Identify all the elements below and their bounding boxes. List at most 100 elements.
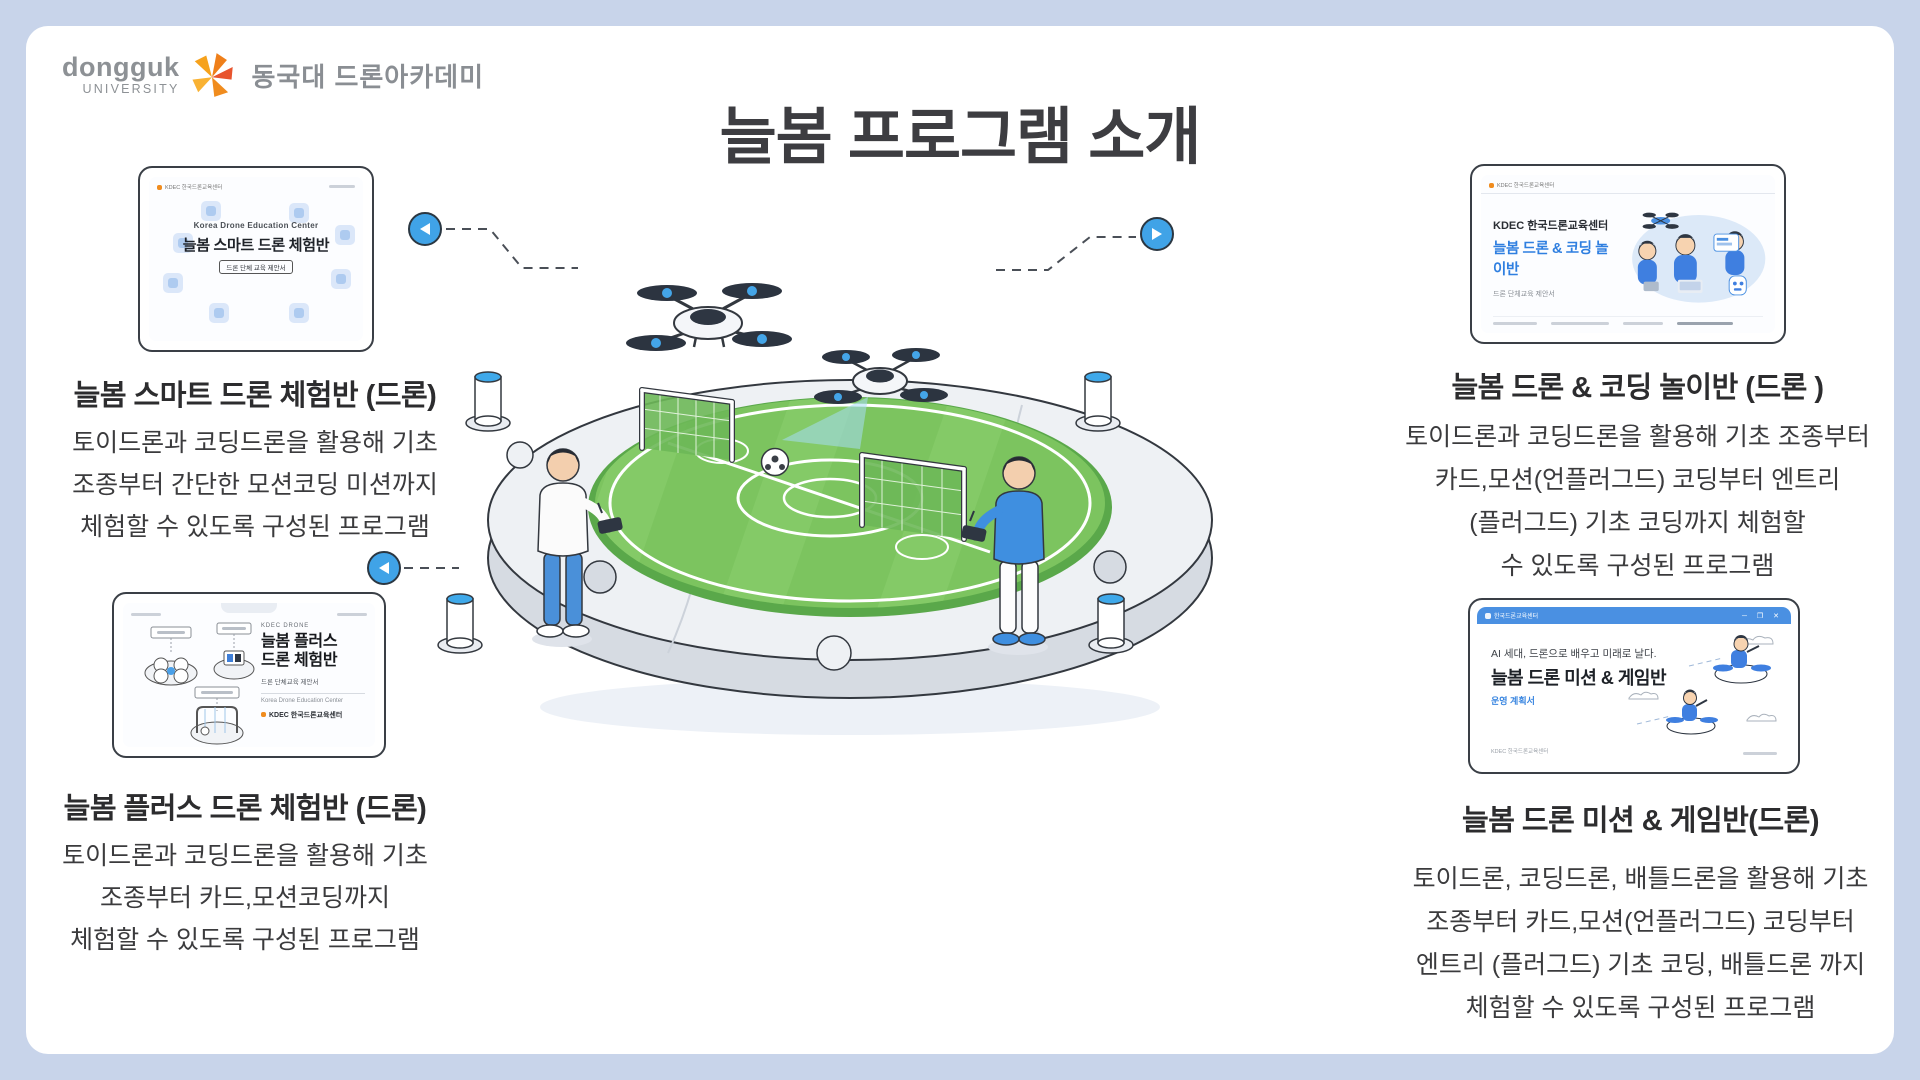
program-description-drone-mission-game: 토이드론, 코딩드론, 배틀드론을 활용해 기초 조종부터 카드,모션(언플러그…	[1388, 858, 1893, 1030]
description-line: 조종부터 카드,모션코딩까지	[100, 884, 390, 912]
thumb-subtitle: 드론 단체교육 제안서	[261, 678, 319, 686]
thumb-title: 늘봄 스마트 드론 체험반	[182, 237, 330, 254]
chat-icon	[335, 225, 355, 245]
browser-window: 한국드론교육센터 ─ ❐ ✕	[1477, 607, 1791, 765]
thumb-org-kr: KDEC 한국드론교육센터	[261, 710, 365, 720]
player-right	[961, 456, 1048, 655]
program-heading-plus-drone: 늘봄 플러스 드론 체험반 (드론)	[63, 793, 427, 825]
thumb-title-line1: 늘봄 플러스	[261, 633, 338, 650]
card-icon	[201, 201, 221, 221]
divider	[261, 692, 365, 694]
window-controls: ─ ❐ ✕	[1742, 612, 1783, 620]
program-heading-smart-drone: 늘봄 스마트 드론 체험반 (드론)	[73, 380, 437, 412]
kids-coding-illustration	[1631, 212, 1766, 303]
thumb-subtitle: 운영 계획서	[1491, 696, 1535, 706]
thumb-brand-line: KDEC 한국드론교육센터	[1489, 181, 1554, 189]
thumb-tagline: AI 세대, 드론으로 배우고 미래로 날다.	[1491, 648, 1657, 660]
fine-print-placeholder	[337, 613, 367, 616]
nav-arrow-left-top-button[interactable]	[408, 212, 442, 246]
description-line: 토이드론과 코딩드론을 활용해 기초 조종부터	[1405, 423, 1870, 451]
description-line: 수 있도록 구성된 프로그램	[1500, 552, 1775, 580]
thumb-title: 늘봄 드론 미션 & 게임반	[1491, 668, 1667, 688]
thumb-body: KDEC 한국드론교육센터 늘봄 드론 & 코딩 놀이반 드론 단체교육 제안서	[1493, 203, 1767, 309]
thumb-subtitle: 드론 단체교육 제안서	[1493, 291, 1555, 298]
thumbnail-smart-drone-slide: KDEC 한국드론교육센터 Korea Drone Education Cent…	[149, 177, 363, 341]
thumbnail-plus-drone-slide: KDEC DRONE 늘봄 플러스 드론 체험반 드론 단체교육 제안서 Kor…	[123, 603, 375, 747]
fine-print-placeholder	[1677, 322, 1733, 325]
corner-pillar	[437, 593, 483, 654]
thumb-org-en: Korea Drone Education Center	[261, 697, 344, 704]
mail-icon	[289, 303, 309, 323]
browser-titlebar: 한국드론교육센터 ─ ❐ ✕	[1477, 607, 1791, 624]
program-heading-drone-mission-game: 늘봄 드론 미션 & 게임반(드론)	[1462, 805, 1819, 837]
thumb-title-block: Korea Drone Education Center 늘봄 스마트 드론 체…	[149, 221, 363, 275]
program-description-plus-drone: 토이드론과 코딩드론을 활용해 기초 조종부터 카드,모션코딩까지 체험할 수 …	[25, 835, 465, 961]
shield-icon	[163, 273, 183, 293]
thumb-brand-text: KDEC 한국드론교육센터	[165, 185, 223, 191]
drone-large	[626, 283, 792, 351]
thumb-brand-line: KDEC 한국드론교육센터	[157, 183, 222, 191]
program-description-smart-drone: 토이드론과 코딩드론을 활용해 기초 조종부터 간단한 모션코딩 미션까지 체험…	[35, 422, 475, 548]
description-line: 체험할 수 있도록 구성된 프로그램	[70, 926, 420, 954]
thumb-footer	[1493, 316, 1763, 325]
description-line: 토이드론과 코딩드론을 활용해 기초	[62, 842, 428, 870]
thumb-title-block: KDEC DRONE 늘봄 플러스 드론 체험반 드론 단체교육 제안서 Kor…	[261, 623, 365, 720]
dongguk-starburst-icon	[192, 53, 234, 97]
browser-body: AI 세대, 드론으로 배우고 미래로 날다. 늘봄 드론 미션 & 게임반 운…	[1477, 624, 1791, 765]
kdec-logo-icon	[261, 712, 266, 718]
player-left	[532, 448, 623, 647]
kdec-logo-icon	[1485, 612, 1491, 619]
fine-print-placeholder	[131, 613, 161, 616]
thumb-title: 늘봄 드론 & 코딩 놀이반	[1493, 241, 1609, 278]
thumb-org-en: Korea Drone Education Center	[193, 221, 319, 230]
thumbnail-drone-mission-game: 한국드론교육센터 ─ ❐ ✕	[1468, 598, 1800, 774]
thumb-header-rule: KDEC 한국드론교육센터	[1481, 175, 1775, 194]
fine-print-placeholder	[1551, 322, 1609, 325]
thumb-footer-org: KDEC 한국드론교육센터	[1491, 749, 1549, 755]
description-line: 토이드론과 코딩드론을 활용해 기초	[72, 429, 438, 457]
kdec-logo-icon	[1489, 182, 1494, 188]
description-line: 토이드론, 코딩드론, 배틀드론을 활용해 기초	[1412, 865, 1869, 893]
dongguk-wordmark: dongguk UNIVERSITY	[62, 54, 179, 96]
thumbnail-drone-coding-play: KDEC 한국드론교육센터 KDEC 한국드론교육센터 늘봄 드론 & 코딩 놀…	[1470, 164, 1786, 344]
thumbnail-smart-drone: KDEC 한국드론교육센터 Korea Drone Education Cent…	[138, 166, 374, 352]
nav-arrow-left-bottom-button[interactable]	[367, 551, 401, 585]
description-line: 체험할 수 있도록 구성된 프로그램	[1465, 994, 1816, 1022]
fine-print-placeholder	[329, 185, 355, 188]
header-logo: dongguk UNIVERSITY 동국대 드론아카데미	[62, 52, 484, 98]
browser-title: 한국드론교육센터	[1485, 611, 1538, 620]
thumbnail-plus-drone: KDEC DRONE 늘봄 플러스 드론 체험반 드론 단체교육 제안서 Kor…	[112, 592, 386, 758]
thumb-org: KDEC 한국드론교육센터	[1493, 220, 1609, 232]
dongguk-wordmark-top: dongguk	[62, 52, 180, 83]
nav-arrow-right-top-button[interactable]	[1140, 217, 1174, 251]
corner-pillar	[465, 371, 511, 432]
program-heading-drone-coding-play: 늘봄 드론 & 코딩 놀이반 (드론 )	[1451, 372, 1824, 404]
description-line: 조종부터 카드,모션(언플러그드) 코딩부터	[1426, 908, 1855, 936]
fine-print-placeholder	[1743, 752, 1777, 755]
browser-title-text: 한국드론교육센터	[1494, 614, 1539, 620]
sync-icon	[173, 233, 193, 253]
corner-pillar	[1075, 371, 1121, 432]
drone-icon	[209, 303, 229, 323]
program-description-drone-coding-play: 토이드론과 코딩드론을 활용해 기초 조종부터 카드,모션(언플러그드) 코딩부…	[1385, 416, 1890, 588]
drone-riders-illustration	[1628, 635, 1777, 735]
thumb-title-block: KDEC 한국드론교육센터 늘봄 드론 & 코딩 놀이반 드론 단체교육 제안서	[1493, 203, 1615, 309]
academy-name: 동국대 드론아카데미	[251, 61, 484, 92]
description-line: 조종부터 간단한 모션코딩 미션까지	[72, 471, 438, 499]
note-icon	[289, 203, 309, 223]
fine-print-placeholder	[1493, 322, 1537, 325]
drone-small	[814, 348, 948, 404]
drone-isometric-illustrations	[144, 622, 255, 745]
dongguk-wordmark-bottom: UNIVERSITY	[82, 82, 180, 97]
thumb-org-kr-text: KDEC 한국드론교육센터	[269, 711, 343, 719]
description-line: 엔트리 (플러그드) 기초 코딩, 배틀드론 까지	[1415, 951, 1866, 979]
thumb-badge: 드론 단체 교육 제안서	[219, 260, 293, 274]
description-line: 카드,모션(언플러그드) 코딩부터 엔트리	[1434, 466, 1841, 494]
description-line: (플러그드) 기초 코딩까지 체험할	[1469, 509, 1806, 537]
thumb-brand-text: KDEC DRONE	[261, 623, 310, 629]
fine-print-placeholder	[1623, 322, 1663, 325]
corner-pillar	[1088, 593, 1134, 654]
drone-soccer-field-illustration	[437, 283, 1213, 735]
thumb-title-line2: 드론 체험반	[261, 651, 338, 669]
page-title: 늘봄 프로그램 소개	[719, 103, 1202, 172]
